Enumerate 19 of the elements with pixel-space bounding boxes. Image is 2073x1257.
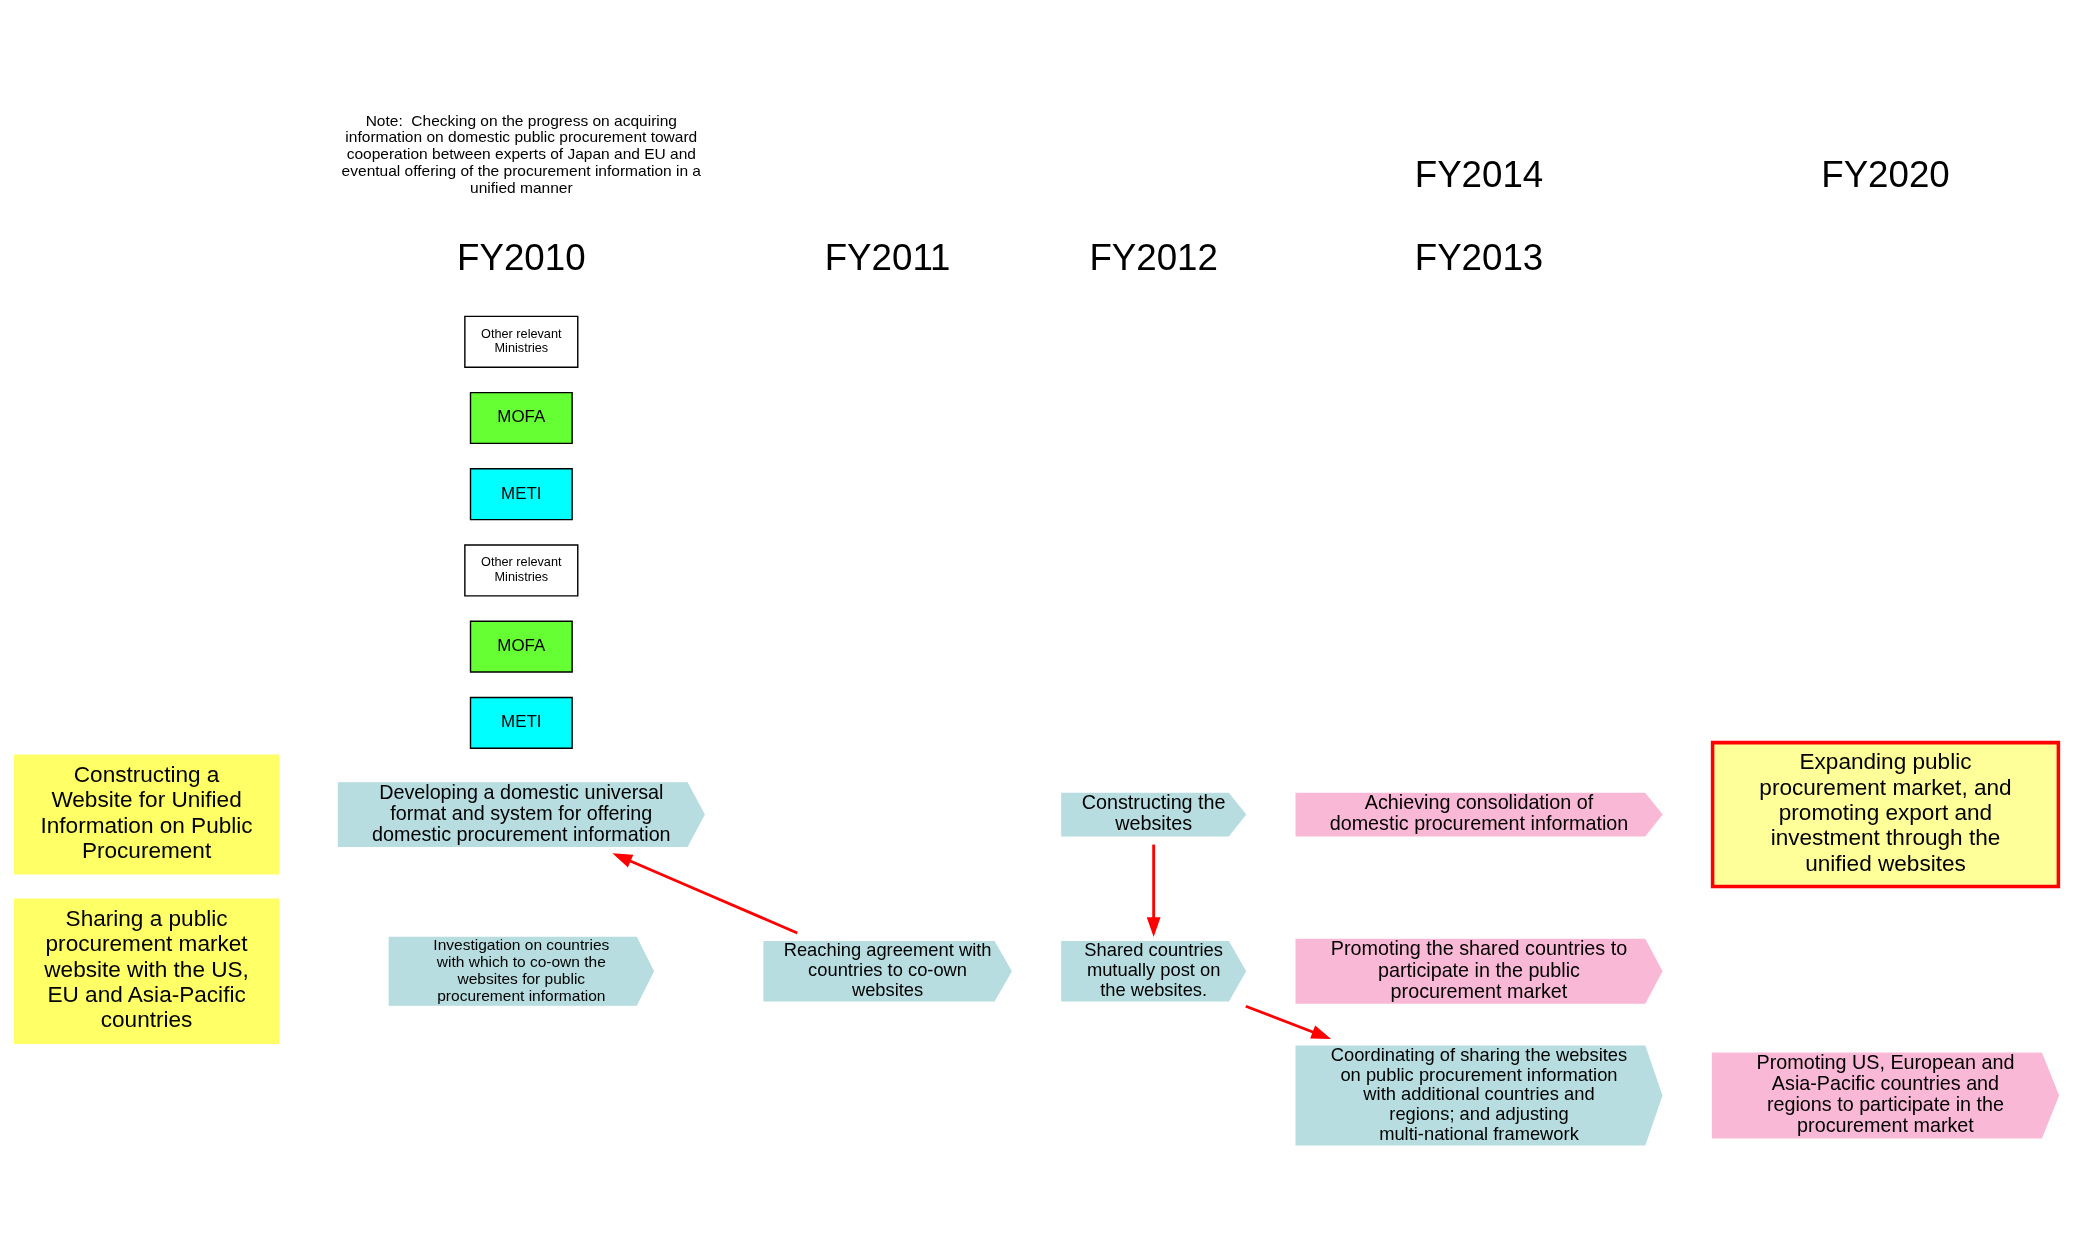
arrow — [1146, 844, 1161, 937]
label: FY2020 — [1821, 153, 1950, 195]
arrow — [1245, 1004, 1332, 1039]
node-box: Other relevant Ministries — [464, 315, 579, 368]
label: FY2013 — [1414, 236, 1544, 278]
label: FY2011 — [824, 236, 951, 278]
node-box: METI — [469, 696, 573, 749]
arrow — [612, 852, 798, 934]
label: FY2010 — [457, 236, 586, 278]
label: Note: Checking on the progress on acquiring information on domestic public procurement toward cooperation between experts of Japan and EU and eventual offering of the procurement information in a unified manner — [341, 111, 702, 196]
node-box: MOFA — [469, 620, 573, 673]
node-box: Other relevant Ministries — [464, 543, 579, 597]
node-box: MOFA — [469, 391, 573, 444]
node-box: Expanding public procurement market, and promoting export and investment through the unified websites — [1710, 740, 2061, 888]
node-box: Sharing a public procurement market website with the US, EU and Asia-Pacific countries — [13, 898, 280, 1044]
node-box: METI — [469, 467, 573, 520]
node-box: Constructing a Website for Unified Information on Public Procurement — [13, 754, 280, 875]
label: FY2014 — [1414, 153, 1544, 195]
label: FY2012 — [1089, 236, 1218, 278]
